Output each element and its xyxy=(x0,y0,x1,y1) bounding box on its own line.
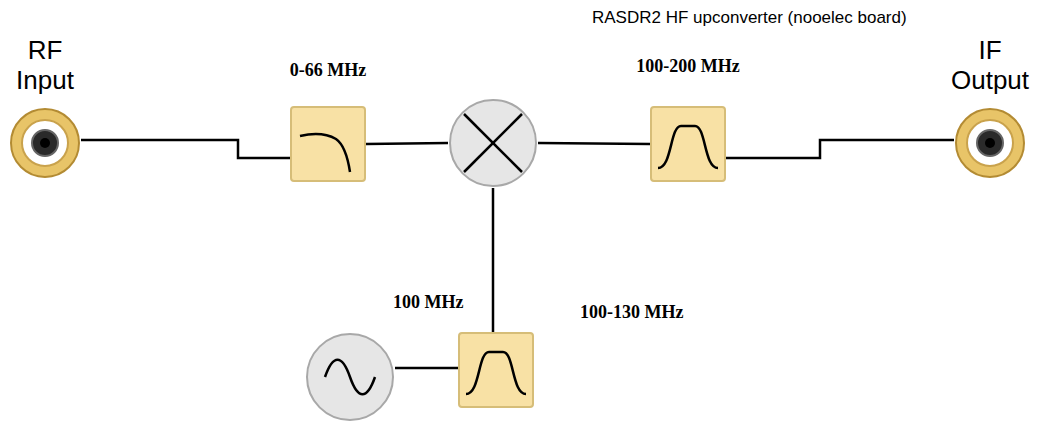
signal-wire xyxy=(366,143,448,144)
frequency-label: 100 MHz xyxy=(393,292,463,313)
mixer-symbol-outline xyxy=(448,98,538,188)
port-label: IF Output xyxy=(940,35,1040,95)
oscillator-symbol: 100 MHz xyxy=(305,332,395,422)
coax-connector-outline xyxy=(9,107,81,179)
frequency-label: 0-66 MHz xyxy=(290,60,366,81)
frequency-label: 100-130 MHz xyxy=(580,302,683,323)
oscillator-symbol-outline xyxy=(305,332,395,422)
signal-wire xyxy=(81,140,290,158)
coax-connector: IF Output xyxy=(954,107,1026,179)
diagram-title: RASDR2 HF upconverter (nooelec board) xyxy=(592,8,907,28)
port-label: RF Input xyxy=(0,35,90,95)
bandpass-filter-outline xyxy=(650,106,726,182)
lowpass-filter: 0-66 MHz xyxy=(290,106,366,182)
bandpass-filter: 100-130 MHz xyxy=(458,332,534,408)
signal-wire xyxy=(726,140,954,158)
frequency-label: 100-200 MHz xyxy=(636,56,739,77)
signal-wire xyxy=(395,367,458,370)
signal-wire xyxy=(538,143,650,144)
bandpass-filter-outline xyxy=(458,332,534,408)
coax-connector: RF Input xyxy=(9,107,81,179)
signal-wire xyxy=(492,188,495,332)
mixer-symbol xyxy=(448,98,538,188)
lowpass-filter-outline xyxy=(290,106,366,182)
coax-connector-outline xyxy=(954,107,1026,179)
bandpass-filter: 100-200 MHz xyxy=(650,106,726,182)
